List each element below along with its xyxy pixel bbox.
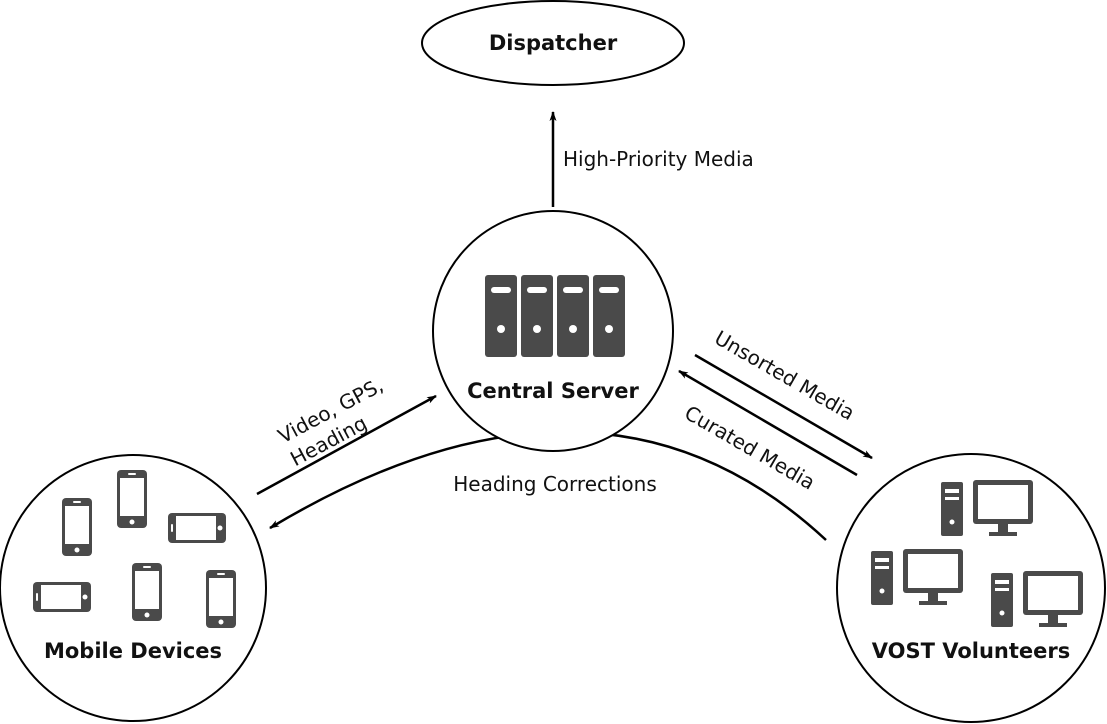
- dispatcher-node: Dispatcher: [421, 0, 685, 86]
- dispatcher-label: Dispatcher: [489, 31, 618, 55]
- upload-label-group: Video, GPS, Heading: [274, 373, 387, 471]
- vost-volunteers-node: VOST Volunteers: [836, 453, 1106, 723]
- unsorted-media-label: Unsorted Media: [711, 326, 859, 426]
- upload-arrow: [256, 394, 437, 496]
- central-server-node: Central Server: [432, 210, 674, 452]
- central-server-circle: [432, 210, 674, 452]
- mobile-devices-label: Mobile Devices: [44, 639, 222, 663]
- high-priority-label: High-Priority Media: [563, 147, 754, 171]
- curated-media-arrow: [678, 369, 858, 477]
- central-server-label: Central Server: [467, 379, 639, 403]
- mobile-devices-node: Mobile Devices: [0, 454, 267, 722]
- heading-corrections-label: Heading Corrections: [453, 472, 656, 496]
- vost-volunteers-label: VOST Volunteers: [872, 639, 1071, 663]
- vost-volunteers-circle: [836, 453, 1106, 723]
- dispatcher-ellipse: [421, 0, 685, 86]
- unsorted-media-arrow: [694, 353, 873, 460]
